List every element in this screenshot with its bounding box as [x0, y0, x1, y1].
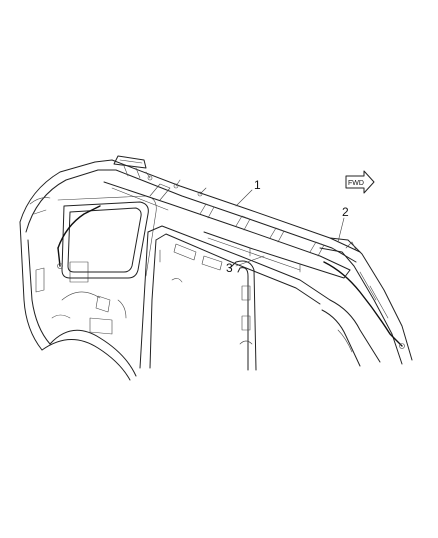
callout-leaders	[235, 189, 345, 267]
leader-line-1	[235, 189, 253, 207]
wiring-harness	[57, 205, 405, 349]
forward-arrow-label: FWD	[348, 180, 364, 187]
a-pillar-region	[319, 237, 413, 367]
curtain-airbag	[203, 231, 351, 279]
callout-2: 2	[342, 205, 349, 219]
leader-line-3	[235, 255, 265, 267]
roof-module	[113, 155, 207, 197]
callout-3: 3	[226, 261, 233, 275]
callout-1: 1	[254, 178, 261, 192]
left-body-panel	[19, 161, 137, 381]
roof-side-rail	[94, 159, 361, 271]
forward-arrow-icon: FWD	[345, 170, 375, 194]
leader-line-2	[337, 217, 345, 243]
quarter-window-opening	[57, 195, 157, 279]
